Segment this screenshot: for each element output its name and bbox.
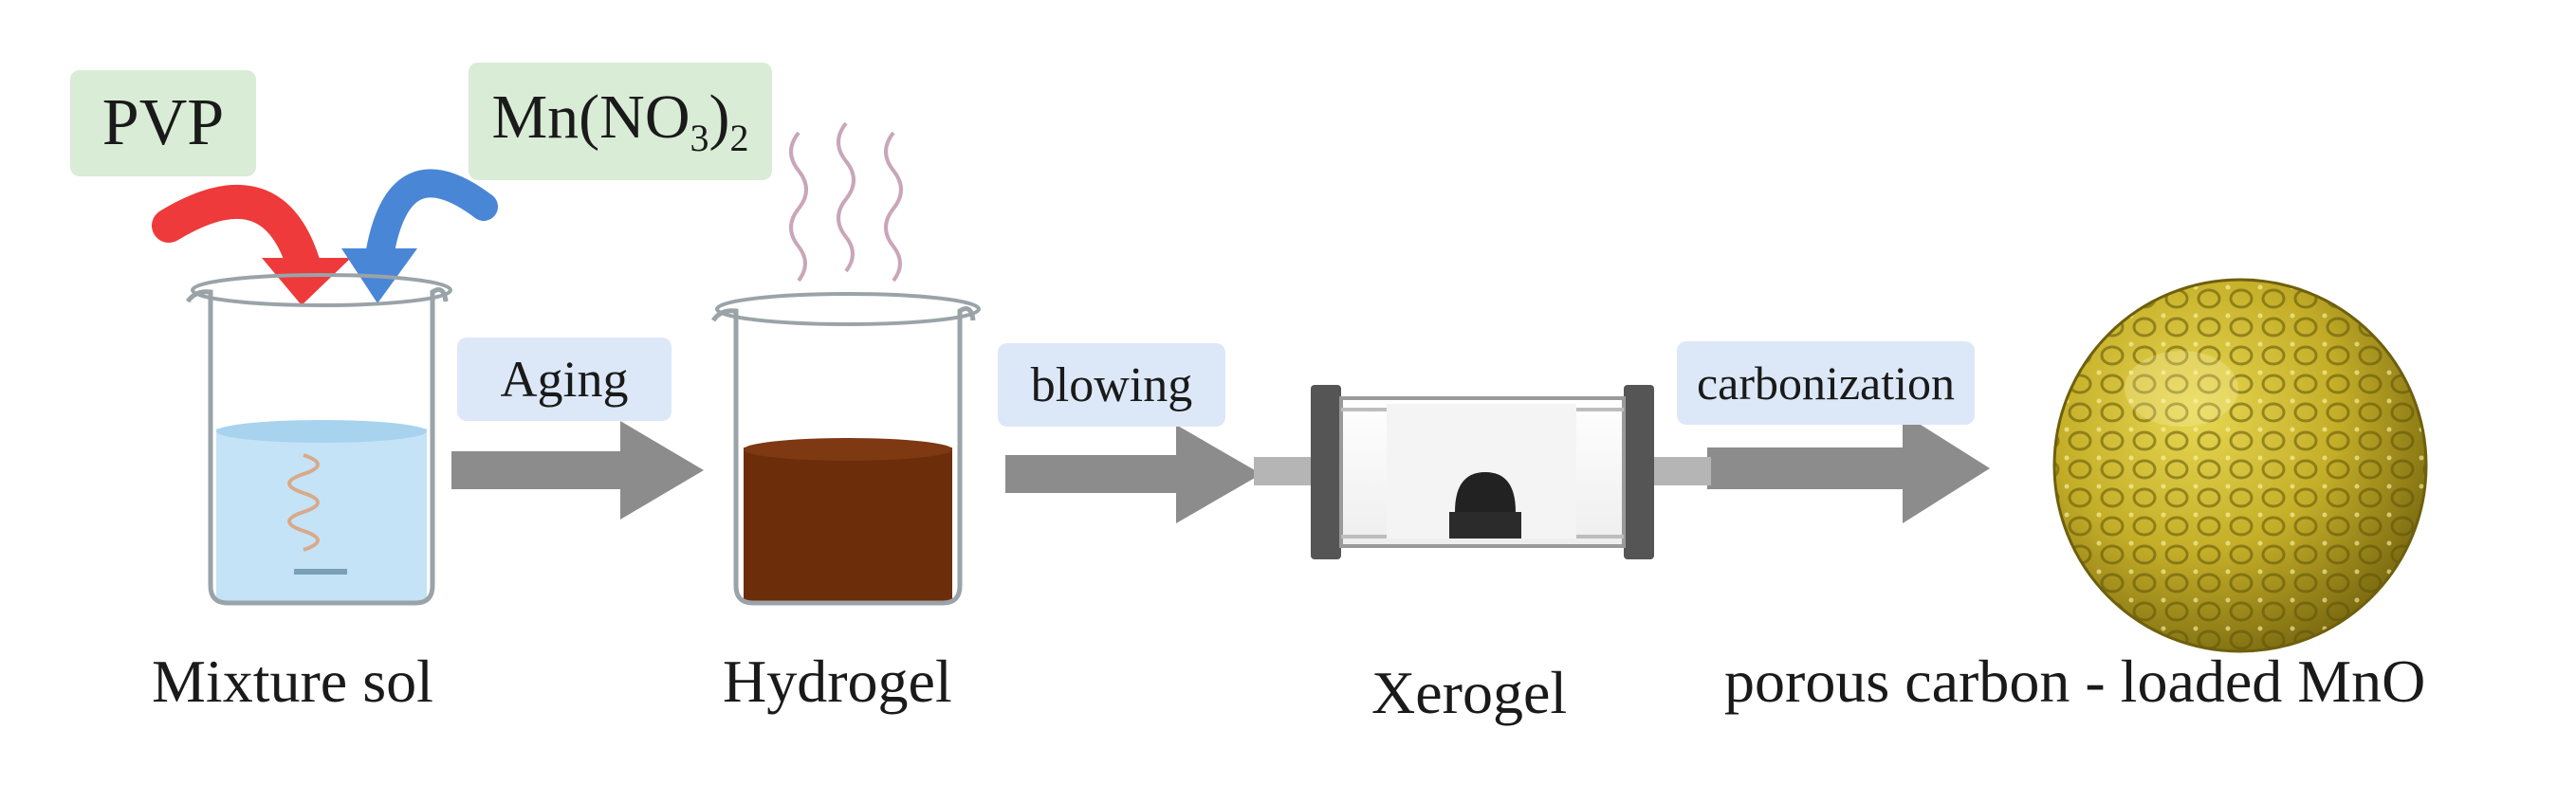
pvp-label: PVP — [70, 70, 256, 176]
tube-furnace-icon — [1254, 385, 1711, 559]
pvp-arrow-icon — [152, 185, 351, 305]
blowing-text: blowing — [1030, 357, 1193, 412]
mixture-sol-caption: Mixture sol — [152, 648, 433, 715]
pvp-text: PVP — [101, 86, 225, 159]
product-caption: porous carbon - loaded MnO — [1724, 648, 2426, 715]
carbonization-arrow-icon — [1707, 413, 1990, 523]
mn-nitrate-label: Mn(NO3)2 — [469, 63, 772, 180]
aging-arrow-icon — [451, 421, 704, 520]
xerogel-caption: Xerogel — [1371, 659, 1568, 726]
blowing-arrow-icon — [1005, 425, 1261, 523]
hydrogel-beaker-icon — [710, 292, 981, 606]
mn-nitrate-arrow-icon — [341, 169, 498, 303]
aging-text: Aging — [500, 351, 629, 408]
carbonization-text: carbonization — [1696, 356, 1956, 410]
carbonization-label: carbonization — [1677, 341, 1975, 425]
hydrogel-caption: Hydrogel — [723, 648, 952, 715]
mixture-beaker-icon — [185, 273, 452, 606]
blowing-label: blowing — [998, 343, 1225, 427]
aging-label: Aging — [457, 338, 672, 421]
mn-nitrate-formula: Mn(NO3)2 — [491, 82, 749, 160]
porous-sphere-icon — [2052, 278, 2428, 653]
steam-icon — [789, 121, 903, 283]
